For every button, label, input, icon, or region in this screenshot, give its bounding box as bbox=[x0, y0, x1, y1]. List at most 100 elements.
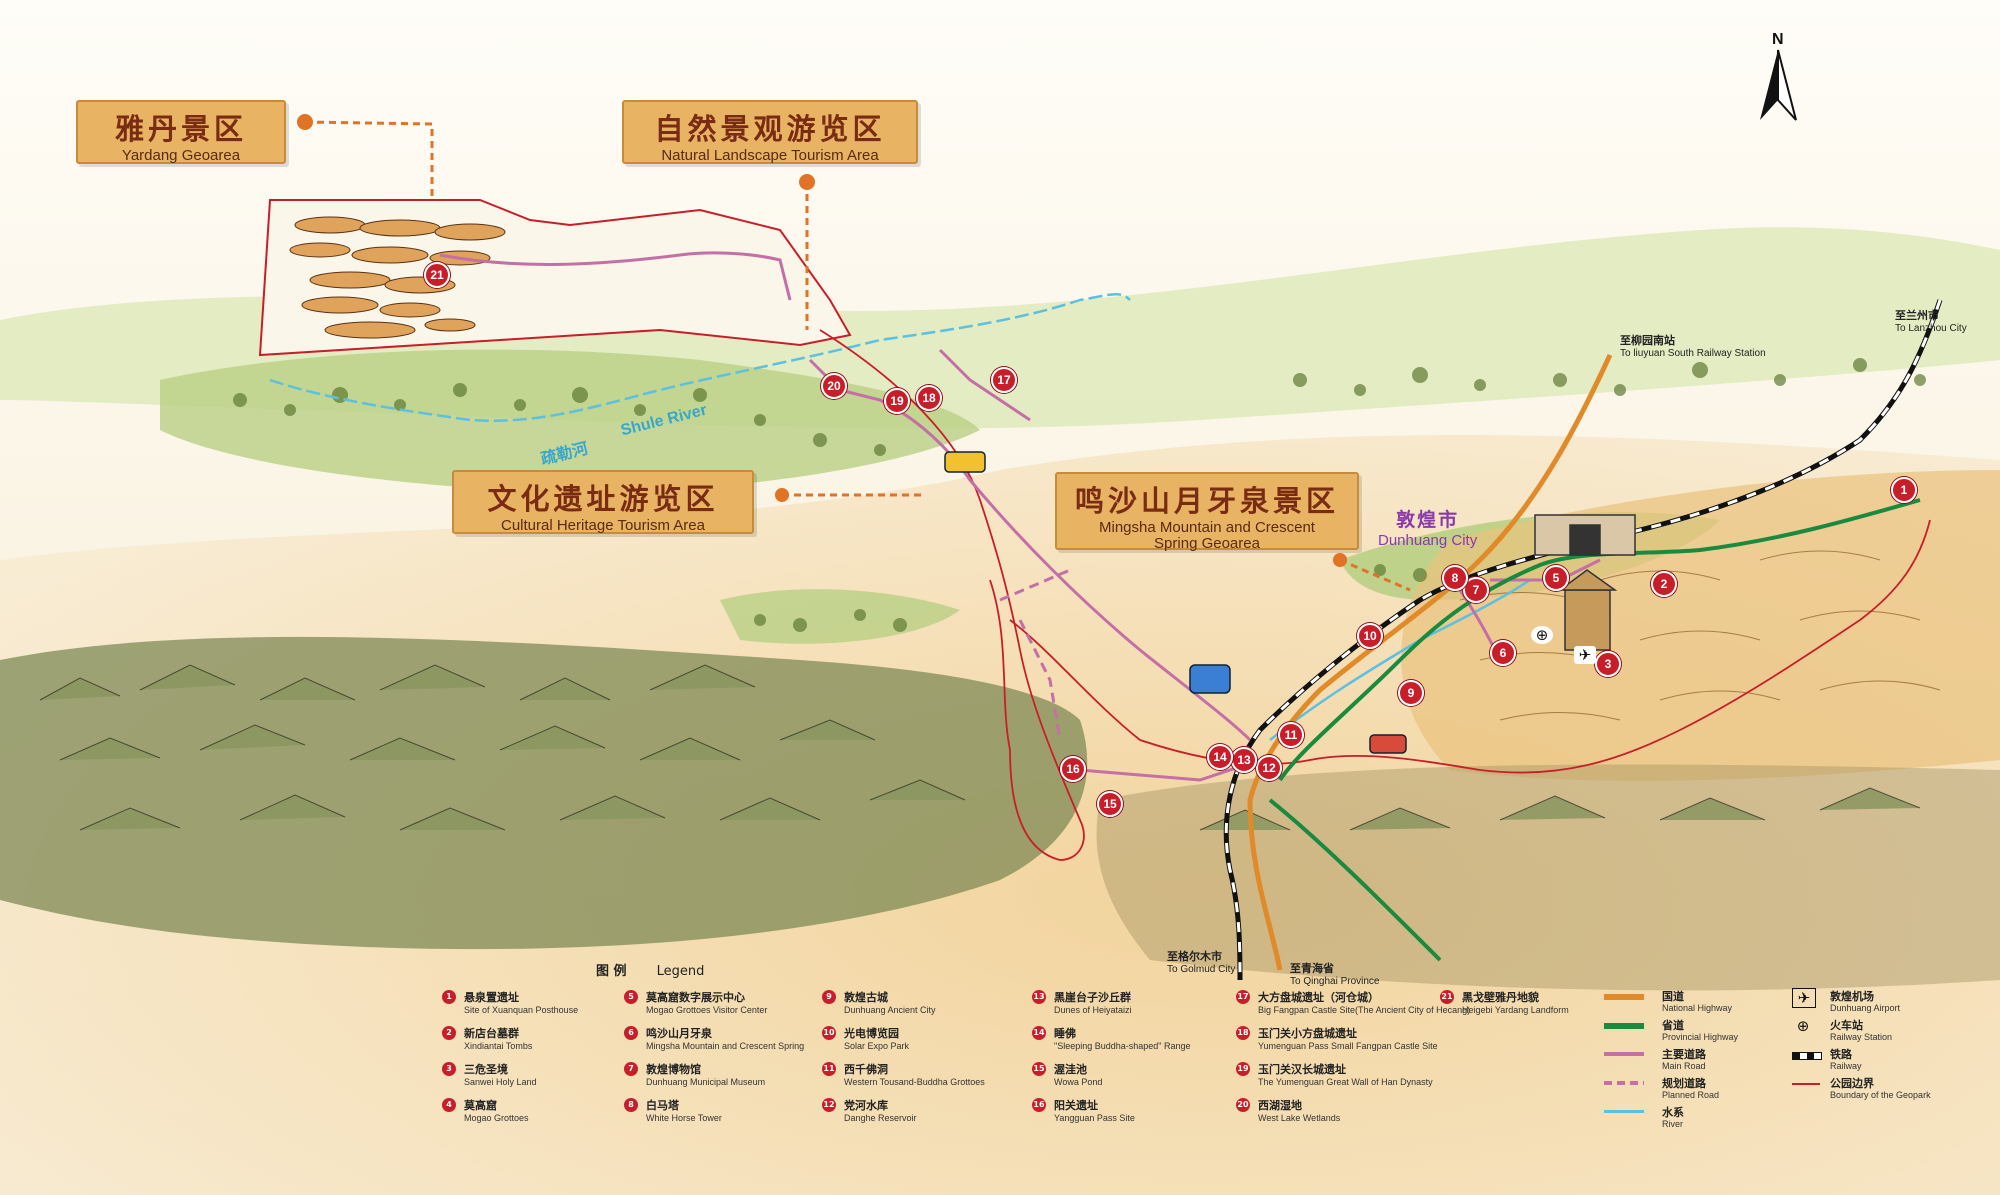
site-marker-5[interactable]: 5 bbox=[1543, 565, 1569, 591]
site-marker-8[interactable]: 8 bbox=[1442, 565, 1468, 591]
direction-qinghai: 至青海省 To Qinghai Province bbox=[1290, 960, 1380, 987]
legend-zh: 睡佛 bbox=[1054, 1027, 1076, 1040]
legend-en: Boundary of the Geopark bbox=[1830, 1090, 1931, 1100]
site-marker-12[interactable]: 12 bbox=[1256, 755, 1282, 781]
site-marker-3[interactable]: 3 bbox=[1595, 651, 1621, 677]
zone-title-zh: 文化遗址游览区 bbox=[487, 482, 719, 516]
legend-en: White Horse Tower bbox=[646, 1113, 722, 1123]
legend-zh: 西湖湿地 bbox=[1258, 1099, 1302, 1112]
legend-zh: 铁路 bbox=[1830, 1048, 1852, 1061]
north-arrow-label: N bbox=[1772, 31, 1784, 48]
site-marker-2[interactable]: 2 bbox=[1651, 571, 1677, 597]
legend-zh: 省道 bbox=[1662, 1019, 1684, 1032]
legend-zh: 鸣沙山月牙泉 bbox=[646, 1027, 712, 1040]
site-marker-13[interactable]: 13 bbox=[1231, 747, 1257, 773]
city-label-dunhuang: 敦煌市 Dunhuang City bbox=[1378, 505, 1477, 549]
legend-title-zh: 图 例 bbox=[596, 964, 627, 979]
legend-en: River bbox=[1662, 1119, 1684, 1129]
direction-liuyuan: 至柳园南站 To liuyuan South Railway Station bbox=[1620, 332, 1766, 359]
legend-en: Planned Road bbox=[1662, 1090, 1720, 1100]
legend-zh: 玉门关汉长城遗址 bbox=[1258, 1063, 1346, 1076]
main-road-swatch bbox=[1604, 1052, 1644, 1056]
legend-en: Site of Xuanquan Posthouse bbox=[464, 1005, 579, 1015]
main-road-west bbox=[808, 358, 1252, 742]
legend-en: Main Road bbox=[1662, 1061, 1706, 1071]
site-marker-15[interactable]: 15 bbox=[1097, 791, 1123, 817]
direction-zh: 至格尔木市 bbox=[1167, 951, 1222, 963]
provincial-highway-swatch bbox=[1604, 1023, 1644, 1029]
site-marker-16[interactable]: 16 bbox=[1060, 756, 1086, 782]
direction-zh: 至青海省 bbox=[1290, 963, 1334, 975]
direction-zh: 至兰州市 bbox=[1895, 310, 1939, 322]
city-name-zh: 敦煌市 bbox=[1396, 509, 1460, 531]
legend-zh: 公园边界 bbox=[1830, 1077, 1874, 1090]
legend-en: National Highway bbox=[1662, 1003, 1733, 1013]
provincial-highway bbox=[1268, 498, 1921, 962]
zone-title-en: Yardang Geoarea bbox=[121, 147, 241, 164]
site-marker-17[interactable]: 17 bbox=[991, 367, 1017, 393]
zone-title-zh: 鸣沙山月牙泉景区 bbox=[1074, 484, 1339, 518]
direction-en: To liuyuan South Railway Station bbox=[1620, 348, 1766, 359]
legend-number: 7 bbox=[624, 1062, 638, 1076]
mountain-texture bbox=[39, 664, 1921, 831]
legend-en: Dunhuang Airport bbox=[1830, 1003, 1901, 1013]
site-marker-10[interactable]: 10 bbox=[1357, 623, 1383, 649]
legend-zh: 黑崖台子沙丘群 bbox=[1054, 991, 1131, 1004]
legend-number: 9 bbox=[822, 990, 836, 1004]
legend-zh: 国道 bbox=[1662, 990, 1684, 1003]
legend-number: 17 bbox=[1236, 990, 1250, 1004]
legend-en: Xindiantai Tombs bbox=[464, 1041, 533, 1051]
site-marker-6[interactable]: 6 bbox=[1490, 640, 1516, 666]
site-marker-21[interactable]: 21 bbox=[424, 262, 450, 288]
legend-zh: 新店台墓群 bbox=[464, 1027, 519, 1040]
legend-number: 18 bbox=[1236, 1026, 1250, 1040]
legend-number: 8 bbox=[624, 1098, 638, 1112]
river-swatch bbox=[1604, 1110, 1644, 1113]
legend-en: Mogao Grottoes bbox=[464, 1113, 529, 1123]
site-marker-1[interactable]: 1 bbox=[1891, 477, 1917, 503]
legend-zh: 敦煌博物馆 bbox=[646, 1063, 701, 1076]
zone-label-mingsha: 鸣沙山月牙泉景区 Mingsha Mountain and Crescent S… bbox=[1055, 472, 1359, 552]
legend-zh: 三危圣境 bbox=[464, 1063, 508, 1076]
pagoda-icon bbox=[1557, 569, 1618, 651]
city-name-en: Dunhuang City bbox=[1378, 532, 1478, 549]
direction-en: To Qinghai Province bbox=[1290, 976, 1380, 987]
direction-en: To Lanzhou City bbox=[1895, 323, 1967, 334]
legend-zh: 大方盘城遗址（河仓城） bbox=[1258, 991, 1379, 1004]
leader-dots bbox=[297, 114, 1347, 567]
site-marker-20[interactable]: 20 bbox=[821, 373, 847, 399]
railway-station-icon: ⊕ bbox=[1796, 1017, 1810, 1035]
legend-en: Provincial Highway bbox=[1662, 1032, 1739, 1042]
leader-mingsha bbox=[1339, 558, 1411, 592]
site-marker-18[interactable]: 18 bbox=[916, 385, 942, 411]
zone-label-yardang: 雅丹景区 Yardang Geoarea bbox=[76, 100, 286, 164]
legend-en: Western Tousand-Buddha Grottoes bbox=[844, 1077, 985, 1087]
site-marker-11[interactable]: 11 bbox=[1278, 722, 1304, 748]
direction-golmud: 至格尔木市 To Golmud City bbox=[1167, 948, 1235, 975]
legend-number: 4 bbox=[442, 1098, 456, 1112]
legend-en: Sanwei Holy Land bbox=[464, 1077, 537, 1087]
legend-zh: 水系 bbox=[1662, 1106, 1684, 1119]
north-arrow-icon bbox=[1760, 49, 1797, 121]
legend-number: 2 bbox=[442, 1026, 456, 1040]
site-marker-14[interactable]: 14 bbox=[1207, 744, 1233, 770]
national-highway bbox=[1247, 353, 1613, 971]
legend-title: 图 例 Legend bbox=[596, 960, 704, 979]
legend-zh: 西千佛洞 bbox=[844, 1063, 888, 1076]
airport-map-icon: ✈ bbox=[1574, 646, 1596, 664]
main-road-yardang bbox=[439, 251, 792, 301]
legend-en: Yangguan Pass Site bbox=[1054, 1113, 1135, 1123]
legend-zh: 党河水库 bbox=[844, 1099, 888, 1112]
legend-en: Big Fangpan Castle Site(The Ancient City… bbox=[1258, 1005, 1471, 1015]
legend-en: West Lake Wetlands bbox=[1258, 1113, 1341, 1123]
legend-number: 19 bbox=[1236, 1062, 1250, 1076]
site-marker-19[interactable]: 19 bbox=[884, 388, 910, 414]
mountain-range-west bbox=[0, 636, 1088, 950]
legend-zh: 玉门关小方盘城遗址 bbox=[1258, 1027, 1357, 1040]
direction-lanzhou: 至兰州市 To Lanzhou City bbox=[1895, 307, 1967, 334]
site-marker-9[interactable]: 9 bbox=[1398, 680, 1424, 706]
legend-en: Yumenguan Pass Small Fangpan Castle Site bbox=[1258, 1041, 1438, 1051]
direction-zh: 至柳园南站 bbox=[1620, 335, 1675, 347]
legend-zh: 敦煌古城 bbox=[844, 991, 888, 1004]
